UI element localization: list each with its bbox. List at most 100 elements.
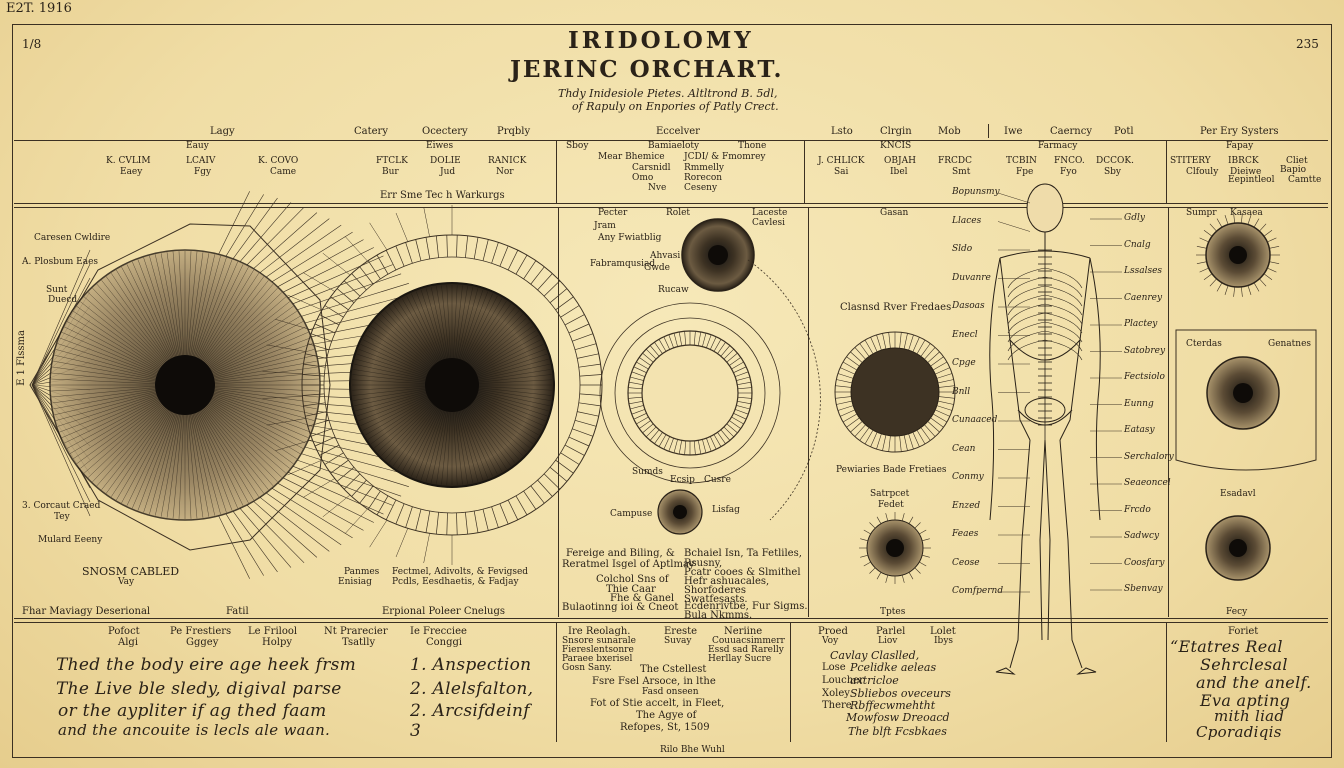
line-mark [478, 388, 551, 401]
line-mark [457, 411, 474, 483]
line-mark [287, 471, 384, 515]
line-mark [287, 255, 384, 299]
line-mark [352, 387, 426, 396]
line-mark [507, 499, 519, 520]
lower-right-head2: Ibys [934, 636, 954, 646]
line-mark [835, 385, 852, 388]
line-mark [706, 334, 712, 349]
handwriting-line-4: and the ancouite is lecls ale waan. [58, 721, 331, 739]
line-mark [462, 293, 493, 361]
line-mark [1216, 218, 1223, 228]
cell: STITERY [1170, 156, 1211, 166]
line-mark [415, 239, 422, 261]
line-mark [265, 492, 342, 546]
line-mark [201, 273, 260, 361]
line-mark [397, 300, 438, 363]
line-mark [654, 432, 663, 444]
line-mark [1253, 218, 1260, 228]
line-mark [262, 371, 303, 375]
center-lower-6: Bulaotinng ioi & Cneot [562, 602, 679, 613]
line-mark [59, 395, 157, 433]
rib-mark [1007, 312, 1083, 334]
line-mark [903, 333, 908, 350]
line-mark [842, 361, 858, 371]
line-mark [365, 334, 429, 372]
subhead-1: Eauy [186, 141, 209, 151]
label: Clasnsd Rver Fredaes [840, 302, 952, 313]
line-mark [1267, 237, 1277, 243]
line-mark [132, 412, 174, 509]
line-mark [515, 495, 528, 516]
line-mark [392, 406, 437, 467]
line-mark [110, 273, 169, 361]
line-mark [649, 345, 660, 357]
line-mark [914, 567, 921, 574]
line-mark [465, 408, 503, 472]
line-mark [864, 429, 874, 445]
center-lower-12: Swatfesasts. [684, 594, 748, 605]
label: Lisfag [712, 505, 740, 515]
cell: RANICK [488, 156, 527, 166]
line-mark [471, 317, 527, 368]
line-mark [446, 411, 451, 485]
line-mark [924, 424, 936, 437]
line-mark [737, 401, 752, 405]
line-mark [287, 459, 323, 476]
header-col-6: Lsto [831, 126, 853, 137]
body-label-left: Dasoas [952, 301, 985, 311]
body-label-left: Cean [952, 443, 976, 454]
handwriting-right-mid: Pcelidke aeleas [850, 661, 937, 674]
line-mark [473, 511, 479, 533]
line-mark [51, 372, 156, 383]
line-mark [1203, 273, 1213, 280]
line-mark [673, 333, 678, 347]
line-mark [936, 405, 953, 411]
outer-frame [12, 24, 1332, 758]
handwriting-number-3: 2. Arcsifdeinf [410, 701, 530, 721]
line-mark [850, 351, 863, 363]
line-mark [96, 407, 166, 487]
line-mark [208, 301, 290, 367]
line-mark [441, 285, 450, 359]
label: Cavlesi [752, 218, 786, 228]
label: Ecsip [670, 475, 695, 485]
cell: Rorecon [684, 173, 723, 183]
line-mark [54, 391, 156, 416]
header-col-2: Catery [354, 126, 388, 137]
line-mark [194, 413, 227, 513]
line-mark [149, 255, 178, 357]
label: SNOSM CABLED [82, 565, 180, 578]
body-label-right: Sbenvay [1124, 584, 1163, 594]
line-mark [663, 436, 670, 450]
lower-mid-row: Suvay [664, 636, 692, 646]
line-mark [355, 358, 426, 379]
line-mark [214, 388, 318, 404]
line-mark [935, 409, 950, 417]
cell: Came [270, 167, 297, 177]
line-mark [930, 417, 944, 428]
line-mark [259, 218, 330, 273]
panel-divider-3 [1168, 207, 1169, 617]
line-mark [154, 414, 179, 516]
line-mark [478, 379, 552, 384]
header-col-7: Clrgin [880, 126, 912, 137]
line-mark [262, 395, 303, 399]
line-mark [330, 459, 349, 474]
cell: OBJAH [884, 156, 916, 166]
line-mark [195, 413, 233, 511]
body-label-left: Bopunsmy [952, 187, 1000, 197]
label: Tey [54, 512, 70, 522]
label: Gwde [644, 263, 670, 273]
line-mark [307, 419, 330, 427]
line-mark [303, 363, 326, 368]
line-mark [214, 360, 317, 380]
line-mark [166, 252, 182, 356]
line-mark [663, 336, 670, 350]
line-mark [435, 235, 439, 258]
line-mark [51, 387, 156, 398]
label: Sunt [46, 285, 68, 295]
line-mark [473, 325, 534, 370]
line-mark [441, 411, 450, 485]
body-label-left: Bnll [952, 386, 971, 397]
line-mark [908, 516, 914, 524]
